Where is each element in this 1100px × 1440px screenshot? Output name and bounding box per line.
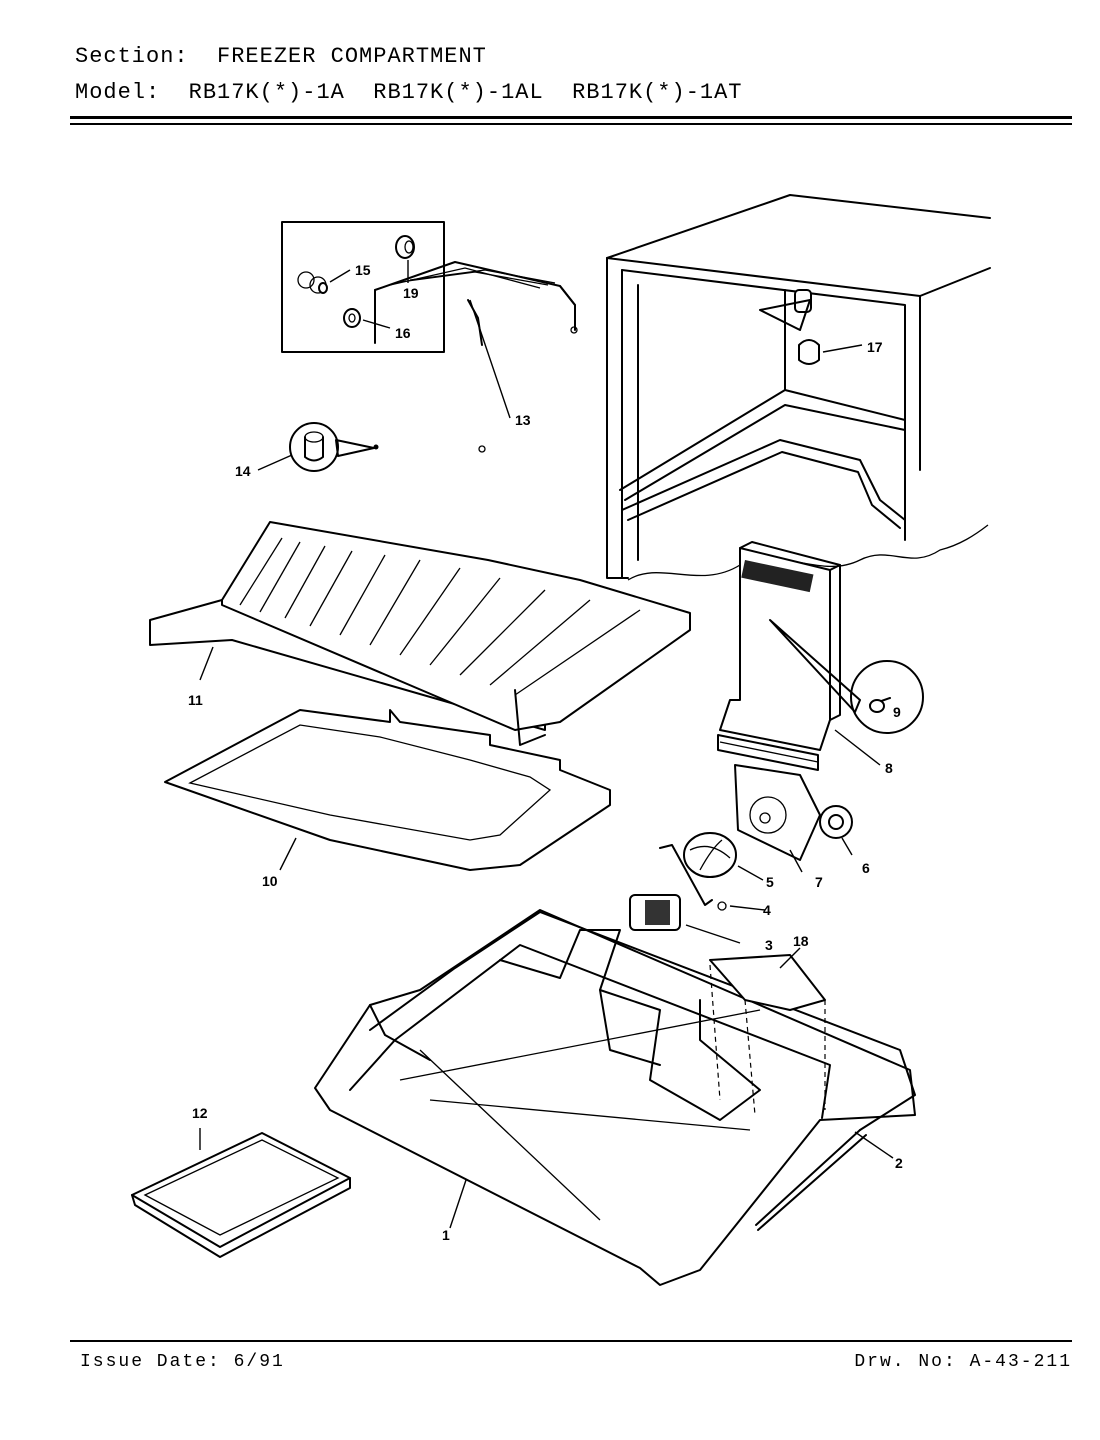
callout-14: 14 bbox=[235, 463, 251, 479]
callout-19: 19 bbox=[403, 285, 419, 301]
part-17-light-socket bbox=[759, 299, 820, 365]
part-9-screw-detail bbox=[850, 660, 924, 734]
part-10-insulation-panel bbox=[164, 709, 611, 871]
callout-5: 5 bbox=[766, 874, 774, 890]
part-15-clip bbox=[297, 271, 328, 294]
part-14-plug-detail bbox=[289, 422, 375, 472]
part-3-fan-motor bbox=[629, 894, 681, 931]
callout-labels: 15 19 16 13 14 17 11 9 8 6 7 5 4 3 18 10… bbox=[188, 262, 903, 1243]
callout-12: 12 bbox=[192, 1105, 208, 1121]
section-title: Section: FREEZER COMPARTMENT bbox=[75, 44, 487, 69]
part-7-fan-bracket bbox=[734, 764, 821, 861]
small-parts-inset bbox=[281, 221, 445, 353]
part-16-washer bbox=[343, 308, 361, 328]
part-6-grommet bbox=[819, 805, 853, 839]
header-rule-bottom bbox=[70, 123, 1072, 125]
callout-9: 9 bbox=[893, 704, 901, 720]
issue-date: Issue Date: 6/91 bbox=[80, 1352, 285, 1372]
callout-7: 7 bbox=[815, 874, 823, 890]
header-rule-top bbox=[70, 116, 1072, 119]
model-label: Model: bbox=[75, 80, 161, 105]
callout-4: 4 bbox=[763, 902, 771, 918]
callout-15: 15 bbox=[355, 262, 371, 278]
freezer-cabinet bbox=[606, 194, 991, 581]
callout-8: 8 bbox=[885, 760, 893, 776]
callout-16: 16 bbox=[395, 325, 411, 341]
callout-1: 1 bbox=[442, 1227, 450, 1243]
drawing-number: Drw. No: A-43-211 bbox=[854, 1352, 1072, 1372]
leader-lines bbox=[199, 260, 894, 1229]
part-4-motor-bracket bbox=[659, 844, 727, 911]
section-label: Section: bbox=[75, 44, 189, 69]
part-12-ice-tray bbox=[131, 1132, 351, 1258]
model-values: RB17K(*)-1A RB17K(*)-1AL RB17K(*)-1AT bbox=[188, 80, 743, 105]
part-18-cover bbox=[709, 954, 826, 1116]
part-2-door-seal-strips bbox=[369, 911, 916, 1231]
callout-13: 13 bbox=[515, 412, 531, 428]
callout-10: 10 bbox=[262, 873, 278, 889]
callout-2: 2 bbox=[895, 1155, 903, 1171]
callout-17: 17 bbox=[867, 339, 883, 355]
callout-18: 18 bbox=[793, 933, 809, 949]
callout-3: 3 bbox=[765, 937, 773, 953]
callout-11: 11 bbox=[188, 692, 203, 708]
footer-rule bbox=[70, 1340, 1072, 1342]
part-13-wire-bracket bbox=[373, 261, 578, 453]
part-1-bottom-liner bbox=[314, 909, 916, 1286]
callout-6: 6 bbox=[862, 860, 870, 876]
section-value: FREEZER COMPARTMENT bbox=[217, 44, 487, 69]
part-8-air-duct bbox=[717, 541, 861, 771]
model-line: Model: RB17K(*)-1A RB17K(*)-1AL RB17K(*)… bbox=[75, 80, 743, 105]
part-19-bushing bbox=[395, 235, 415, 259]
part-5-fan-blade bbox=[683, 832, 737, 878]
part-11-shelf bbox=[149, 521, 691, 746]
